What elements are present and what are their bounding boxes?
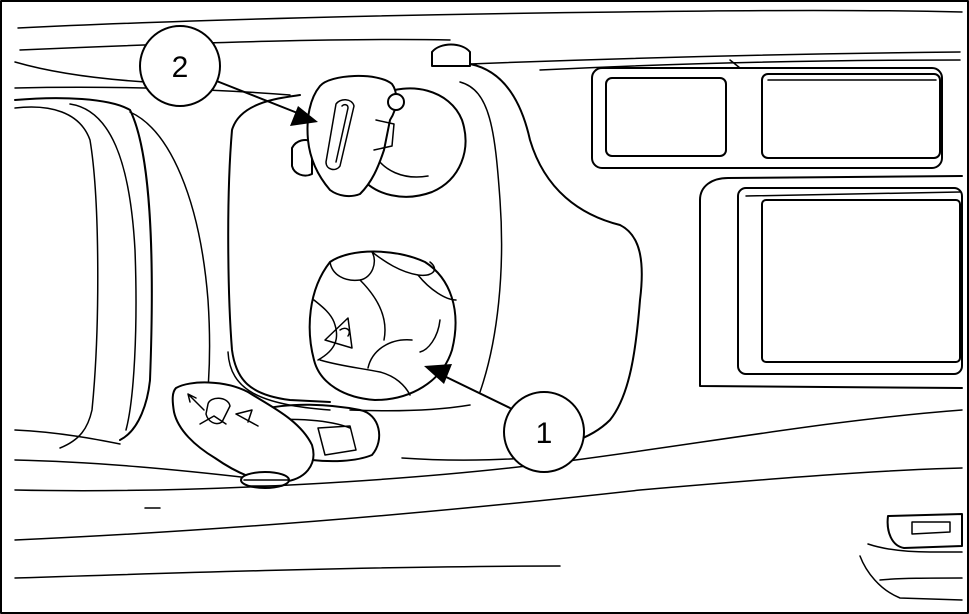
callout-2-number: 2 [172,51,189,84]
lower-right-latch [859,513,963,601]
callout-2-arrowhead [290,106,318,126]
callout-1-leader [439,373,511,409]
round-control-knob [308,250,457,401]
callout-2-circle [139,25,221,107]
callout-1-arrowhead [424,364,452,384]
callout-2: 2 [139,25,318,126]
lower-console-contours [14,409,963,579]
right-switch-panels [591,59,943,169]
callout-2-leader [213,79,301,115]
ignition-key [306,75,405,198]
center-console-panel [227,63,643,453]
callout-1: 1 [424,364,585,473]
callout-1-circle [503,391,585,473]
display-screen [699,175,963,389]
callout-1-number: 1 [536,417,553,450]
selector-lever [171,381,315,489]
